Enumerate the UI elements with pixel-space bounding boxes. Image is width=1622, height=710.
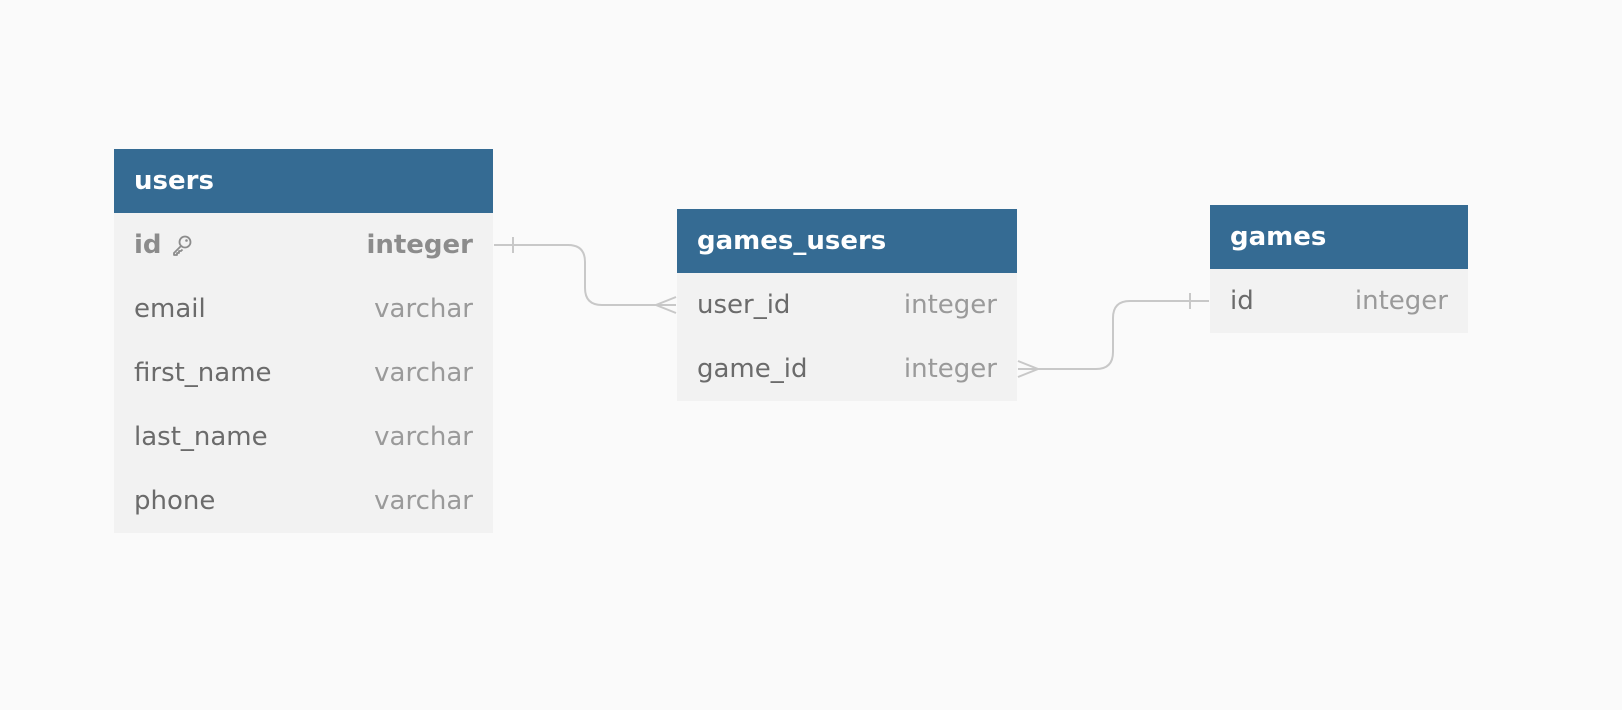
column-name: id — [134, 230, 162, 260]
relation-games-games-users-line — [1018, 300, 1209, 370]
relation-users-games-users-line — [494, 244, 676, 306]
column-type: varchar — [374, 486, 473, 516]
column-type: integer — [903, 354, 997, 384]
column-type: integer — [1354, 286, 1448, 316]
column-name: phone — [134, 486, 216, 516]
column-name: first_name — [134, 358, 272, 388]
column-name: email — [134, 294, 206, 324]
relation-game-id-many-marker — [1017, 360, 1041, 378]
column-type: integer — [903, 290, 997, 320]
column-name: last_name — [134, 422, 268, 452]
table-users[interactable]: users id integer email varchar first_nam… — [114, 149, 493, 533]
relation-games-users-many-marker — [653, 296, 677, 314]
table-row[interactable]: id integer — [1210, 269, 1468, 333]
table-row[interactable]: email varchar — [114, 277, 493, 341]
table-row[interactable]: id integer — [114, 213, 493, 277]
table-header[interactable]: users — [114, 149, 493, 213]
table-games-users[interactable]: games_users user_id integer game_id inte… — [677, 209, 1017, 401]
column-type: varchar — [374, 294, 473, 324]
table-row[interactable]: user_id integer — [677, 273, 1017, 337]
table-row[interactable]: last_name varchar — [114, 405, 493, 469]
table-row[interactable]: first_name varchar — [114, 341, 493, 405]
column-name: id — [1230, 286, 1254, 316]
table-header[interactable]: games — [1210, 205, 1468, 269]
column-type: varchar — [374, 358, 473, 388]
table-row[interactable]: game_id integer — [677, 337, 1017, 401]
column-name: user_id — [697, 290, 791, 320]
table-header[interactable]: games_users — [677, 209, 1017, 273]
column-type: integer — [366, 230, 473, 260]
table-games[interactable]: games id integer — [1210, 205, 1468, 333]
column-name: game_id — [697, 354, 808, 384]
table-row[interactable]: phone varchar — [114, 469, 493, 533]
column-type: varchar — [374, 422, 473, 452]
key-icon — [170, 233, 194, 257]
